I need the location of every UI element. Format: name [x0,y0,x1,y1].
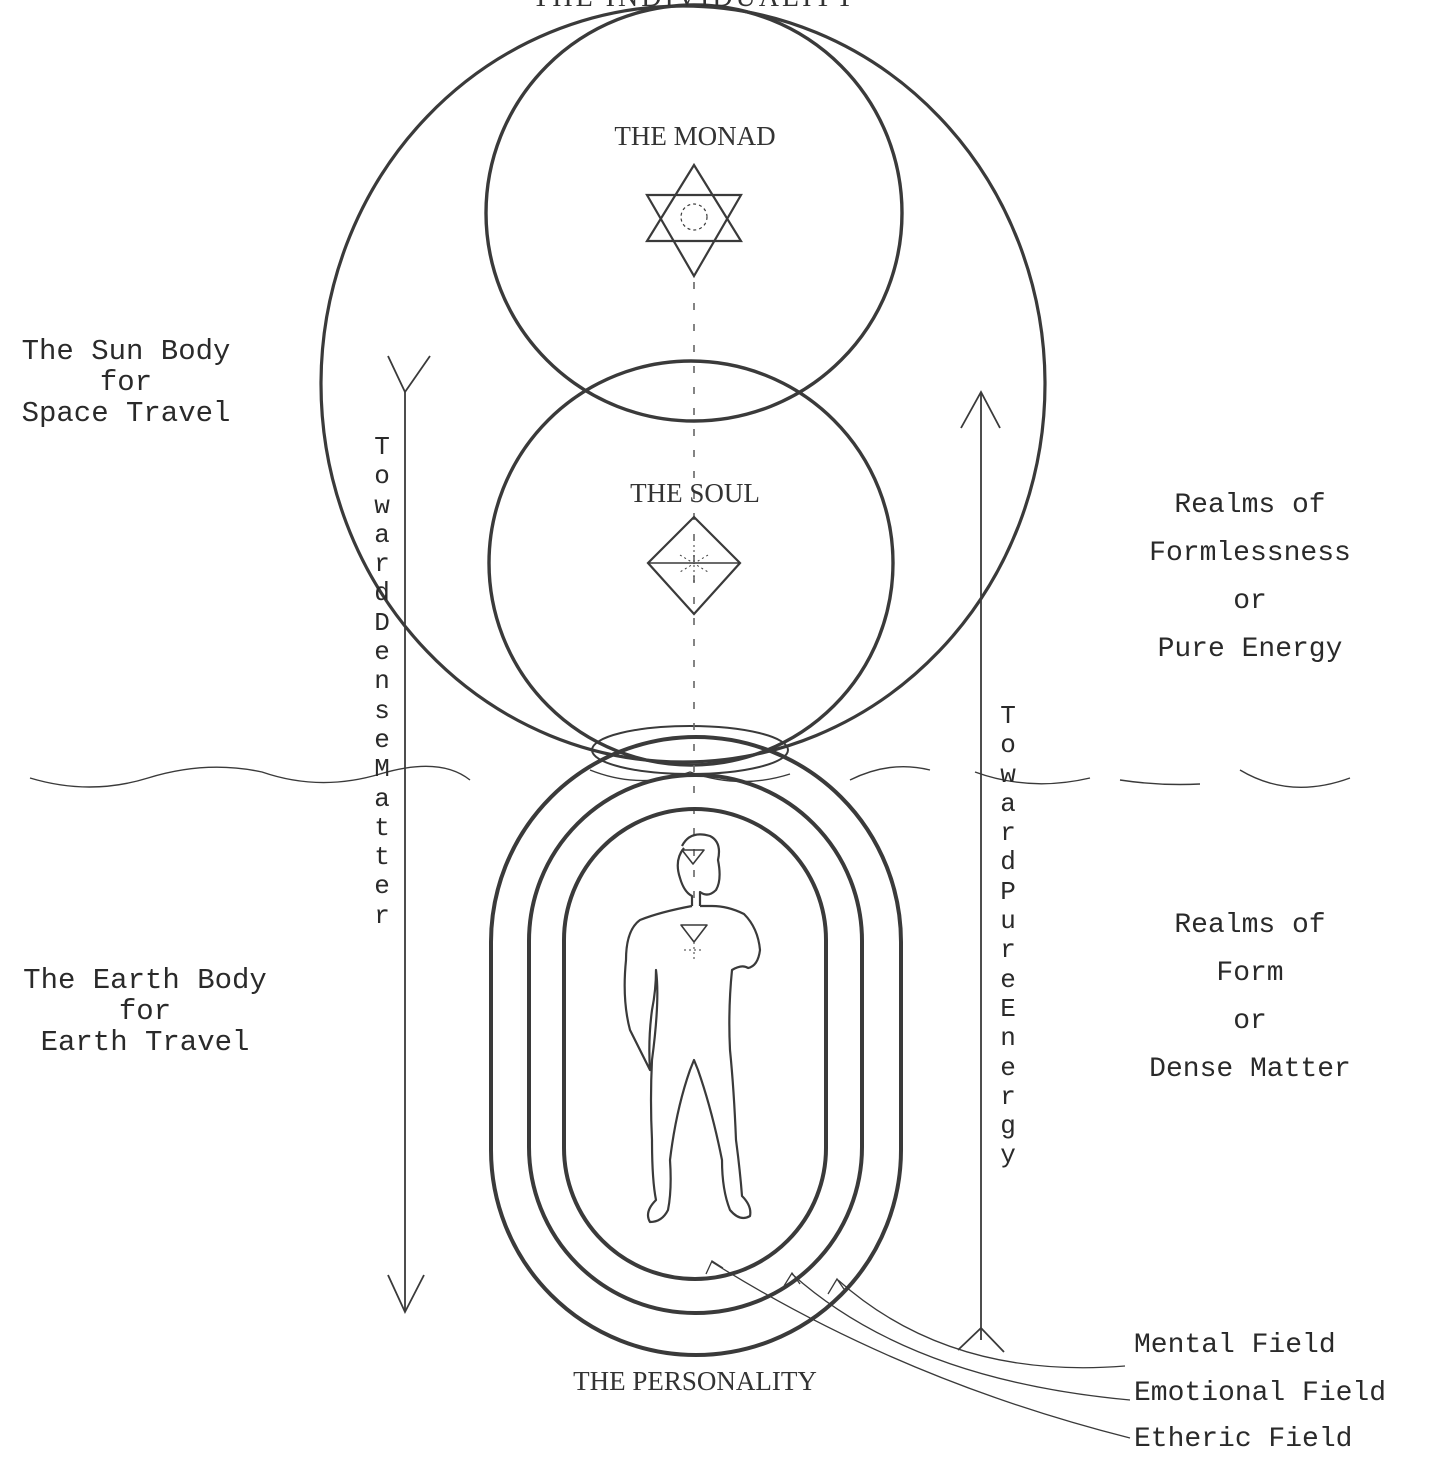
formless-line-1: Realms of [1120,482,1380,530]
etheric-field-outline [491,737,901,1355]
sun-body-line-2: for [0,367,252,398]
star-of-david-icon [647,165,741,276]
human-figure-icon [625,834,760,1222]
formless-realm-label: Realms of Formlessness or Pure Energy [1120,482,1380,674]
form-realm-label: Realms of Form or Dense Matter [1120,902,1380,1094]
field-pointers [706,1261,1130,1438]
form-line-2: Form [1120,950,1380,998]
mental-field-label: Mental Field [1134,1330,1336,1361]
earth-body-line-2: for [0,996,290,1027]
toward-dense-matter-label: TowardDenseMatter [370,433,394,931]
emotional-field-label: Emotional Field [1134,1378,1386,1409]
sun-body-line-1: The Sun Body [0,336,252,367]
personality-label: THE PERSONALITY [530,1366,860,1397]
etheric-field-label: Etheric Field [1134,1424,1352,1455]
earth-body-line-3: Earth Travel [0,1027,290,1058]
earth-body-label: The Earth Body for Earth Travel [0,965,290,1058]
monad-circle [486,5,902,421]
individuality-label: THE INDIVIDUALITY [520,0,870,14]
monad-label: THE MONAD [590,121,800,152]
soul-label: THE SOUL [590,478,800,509]
form-line-1: Realms of [1120,902,1380,950]
earth-body-line-1: The Earth Body [0,965,290,996]
etheric-field-pointer [712,1262,1130,1438]
sun-body-line-3: Space Travel [0,398,252,429]
form-line-4: Dense Matter [1120,1046,1380,1094]
down-arrow [388,356,430,1312]
sun-body-label: The Sun Body for Space Travel [0,336,252,429]
formless-line-2: Formlessness [1120,530,1380,578]
emotional-field-outline [529,775,862,1313]
mental-field-outline [564,809,826,1279]
individuality-circle [321,6,1045,762]
form-line-3: or [1120,998,1380,1046]
formless-line-3: or [1120,578,1380,626]
toward-pure-energy-label: TowardPureEnergy [996,702,1020,1171]
formless-line-4: Pure Energy [1120,626,1380,674]
